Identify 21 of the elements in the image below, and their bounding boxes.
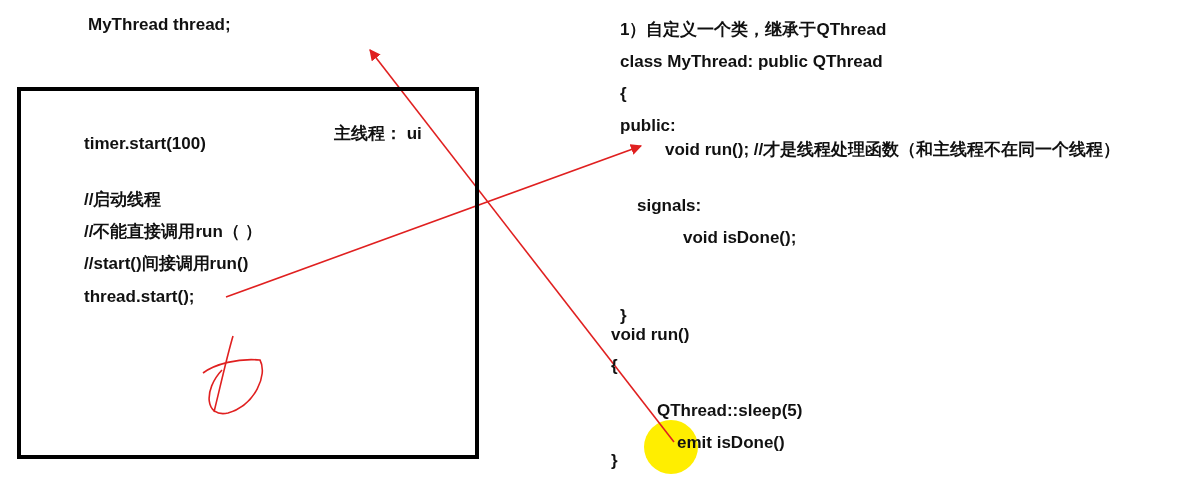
code-line: void run() [611,325,690,345]
thread-label: 主线程： ui [334,124,422,144]
arrow [225,144,643,298]
code-brace: } [611,451,618,471]
code-line: thread.start(); [84,287,195,307]
code-line: void isDone(); [683,228,797,248]
code-line: MyThread thread; [88,15,231,35]
code-line: void run(); //才是线程处理函数（和主线程不在同一个线程） [665,140,1121,160]
code-line: QThread::sleep(5) [657,401,803,421]
code-brace: } [620,306,627,326]
code-comment: //启动线程 [84,190,162,210]
code-line: timer.start(100) [84,134,206,154]
note-text: 1）自定义一个类，继承于QThread [620,20,887,40]
code-comment: //start()间接调用run() [84,254,249,274]
arrow [369,49,675,443]
code-line: class MyThread: public QThread [620,52,883,72]
code-brace: { [620,84,627,104]
code-line: signals: [637,196,702,216]
code-line: public: [620,116,676,136]
thread-box [17,87,479,459]
code-comment: //不能直接调用run（ ） [84,222,262,242]
